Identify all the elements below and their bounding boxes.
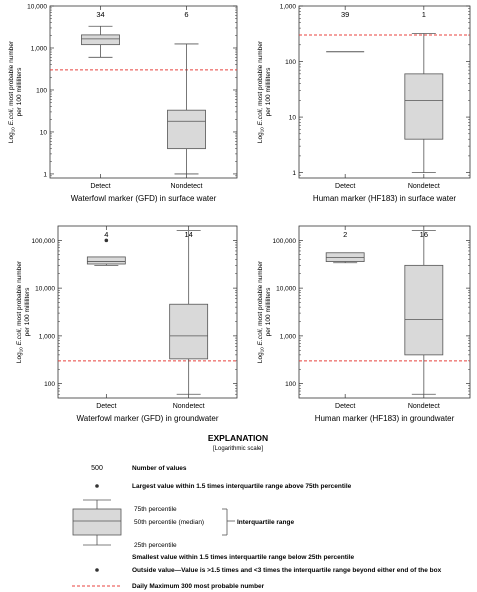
y-axis-label: Log10 E.coli, most probable number (257, 40, 265, 143)
explanation-subtitle: [Logarithmic scale] (213, 446, 263, 452)
box-plot (81, 25, 120, 58)
y-label-log: Log (16, 352, 23, 363)
legend-lower-whisker-label: Smallest value within 1.5 times interqua… (132, 554, 355, 561)
y-tick-label: 100 (44, 381, 55, 388)
legend-outside-point (95, 568, 99, 572)
outside-point (104, 238, 109, 243)
y-tick-label: 1,000 (31, 45, 48, 52)
plot-frame (298, 5, 471, 179)
y-label-rest: most probable number (257, 40, 264, 108)
panel-title: Waterfowl marker (GFD) in groundwater (77, 414, 219, 423)
count-label: 4 (104, 230, 108, 239)
box-plot (86, 238, 126, 266)
iqr-box (404, 264, 444, 356)
y-tick-label: 10,000 (35, 286, 55, 293)
box-plot (325, 252, 365, 264)
plot-frame (49, 5, 238, 179)
y-label-subscript: 10 (260, 127, 265, 133)
y-tick-label: 10,000 (27, 4, 47, 11)
box-plot (169, 230, 209, 395)
iqr-box (404, 73, 444, 140)
legend-outside-label: Outside value—Value is >1.5 times and <3… (132, 567, 442, 574)
y-label-ecoli: E.coli, (257, 108, 264, 128)
y-tick-label: 10 (40, 129, 48, 136)
legend-p25-label: 25th percentile (134, 542, 177, 549)
iqr-box (81, 34, 120, 46)
box-plot (404, 33, 444, 174)
legend-iqr-label: Interquartile range (237, 519, 294, 526)
y-label-rest: most probable number (257, 260, 264, 328)
y-tick-label: 100,000 (32, 238, 56, 245)
y-axis-label-line2: per 100 milliliters (265, 287, 272, 337)
y-tick-label: 1 (292, 170, 296, 177)
iqr-box (86, 256, 126, 265)
y-tick-label: 1,000 (280, 333, 297, 340)
iqr-box (169, 303, 209, 360)
y-label-ecoli: E.coli, (257, 328, 264, 348)
legend-upper-point (95, 484, 99, 488)
iqr-box (167, 109, 206, 150)
y-tick-label: 1,000 (39, 333, 56, 340)
y-label-log: Log (257, 352, 264, 363)
box-plot (167, 43, 206, 175)
legend-upper-whisker-label: Largest value within 1.5 times interquar… (132, 483, 352, 490)
y-axis-label: Log10 E.coli, most probable number (16, 260, 24, 363)
y-tick-label: 100 (36, 87, 47, 94)
legend-median-label: 50th percentile (median) (134, 519, 204, 526)
x-category-label: Detect (96, 403, 116, 410)
count-label: 34 (96, 10, 104, 19)
legend-p75-label: 75th percentile (134, 506, 177, 513)
x-category-label: Detect (90, 183, 110, 190)
x-category-label: Nondetect (408, 183, 440, 190)
x-category-label: Detect (335, 403, 355, 410)
x-category-label: Nondetect (408, 403, 440, 410)
legend-box (72, 508, 122, 536)
legend-count-label: Number of values (132, 465, 187, 472)
y-tick-label: 10 (289, 115, 297, 122)
y-label-log: Log (257, 132, 264, 143)
count-label: 6 (184, 10, 188, 19)
y-axis-label: Log10 E.coli, most probable number (257, 260, 265, 363)
y-label-rest: most probable number (8, 40, 15, 108)
y-label-subscript: 10 (260, 347, 265, 353)
y-label-rest: most probable number (16, 260, 23, 328)
explanation-legend: EXPLANATION [Logarithmic scale] 500 Numb… (72, 433, 442, 590)
y-label-ecoli: E.coli, (16, 328, 23, 348)
y-tick-label: 1,000 (280, 4, 297, 11)
y-tick-label: 1 (43, 171, 47, 178)
plot-frame (298, 225, 471, 399)
x-category-label: Nondetect (171, 183, 203, 190)
y-axis-label-line2: per 100 milliliters (265, 67, 272, 117)
y-axis-label-line2: per 100 milliliters (16, 67, 23, 117)
y-label-subscript: 10 (19, 347, 24, 353)
y-axis-label-line2: per 100 milliliters (24, 287, 31, 337)
x-category-label: Detect (335, 183, 355, 190)
y-tick-label: 100,000 (273, 238, 297, 245)
y-label-ecoli: E.coli, (8, 108, 15, 128)
count-label: 1 (422, 10, 426, 19)
y-label-subscript: 10 (11, 127, 16, 133)
charts-group: 1101001,00010,000Detect34Nondetect6Water… (8, 4, 471, 423)
panel-title: Human marker (HF183) in groundwater (315, 414, 455, 423)
box-plot (404, 230, 444, 395)
chart-panel-3: 1001,00010,000100,000Detect4Nondetect14W… (16, 225, 238, 423)
chart-panel-4: 1001,00010,000100,000Detect2Nondetect16H… (257, 225, 471, 423)
y-tick-label: 10,000 (276, 286, 296, 293)
panel-title: Waterfowl marker (GFD) in surface water (71, 194, 217, 203)
legend-threshold-label: Daily Maximum 300 most probable number (132, 583, 265, 590)
y-tick-label: 100 (285, 381, 296, 388)
panel-title: Human marker (HF183) in surface water (313, 194, 456, 203)
x-category-label: Nondetect (173, 403, 205, 410)
y-tick-label: 100 (285, 59, 296, 66)
y-label-log: Log (8, 132, 15, 143)
legend-count-example: 500 (91, 465, 103, 472)
explanation-title: EXPLANATION (208, 433, 268, 443)
y-axis-label: Log10 E.coli, most probable number (8, 40, 16, 143)
count-label: 2 (343, 230, 347, 239)
plot-frame (57, 225, 238, 399)
count-label: 39 (341, 10, 349, 19)
